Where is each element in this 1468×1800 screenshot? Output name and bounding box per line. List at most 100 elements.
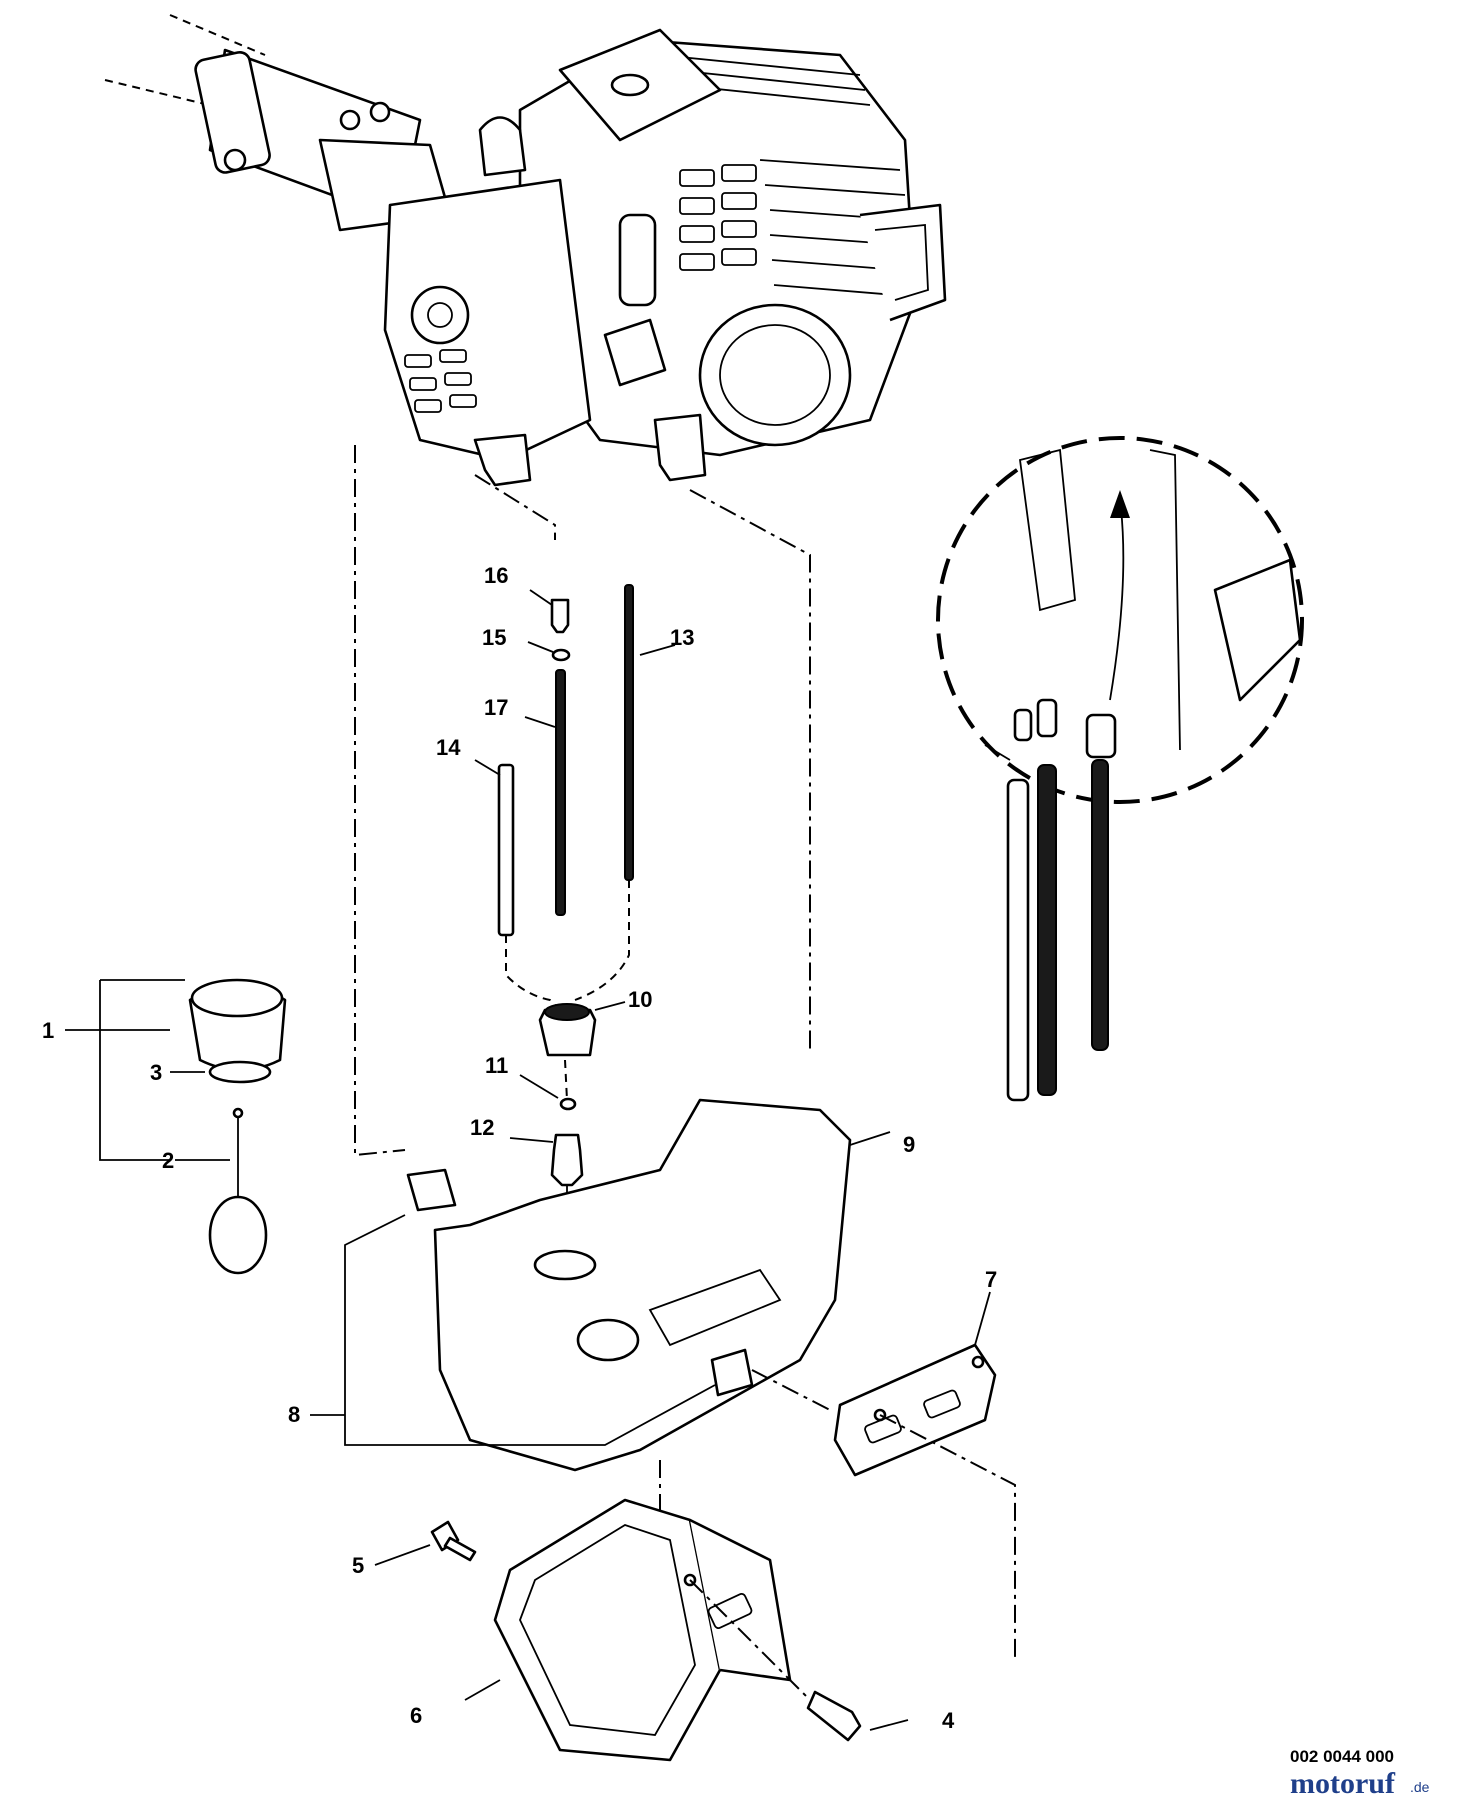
callout-9: 9 bbox=[903, 1132, 915, 1157]
tank-cushion-upper bbox=[406, 1168, 457, 1212]
bolt-5-shank bbox=[443, 1536, 477, 1562]
leader-6 bbox=[464, 1679, 501, 1701]
detail-arrow-head bbox=[1110, 490, 1130, 518]
mount-foot-right bbox=[653, 413, 707, 482]
engine-assembly bbox=[104, 14, 947, 487]
recoil-starter bbox=[698, 303, 852, 447]
bracket-slot bbox=[707, 1592, 753, 1630]
detail-hose-13 bbox=[1091, 759, 1109, 1051]
leader-15 bbox=[527, 641, 554, 653]
tank-bracket-inner bbox=[519, 1524, 696, 1736]
spark-plug-boot bbox=[610, 73, 650, 97]
detail-leader bbox=[984, 744, 1011, 761]
callout-16: 16 bbox=[484, 563, 508, 588]
callout-15: 15 bbox=[482, 625, 506, 650]
grommet-top bbox=[544, 1003, 590, 1021]
strap-end bbox=[232, 1107, 244, 1119]
detail-filter-cap bbox=[1085, 713, 1117, 759]
tank-recess bbox=[648, 1268, 782, 1347]
dash-line-left-foot bbox=[474, 474, 556, 540]
tank-bracket-group bbox=[374, 1498, 909, 1762]
o-ring-15 bbox=[551, 648, 571, 662]
callout-4: 4 bbox=[942, 1708, 955, 1733]
mount-plate-7 bbox=[833, 1343, 997, 1477]
fuel-tank-9 bbox=[433, 1098, 852, 1472]
brand-watermark-tld: .de bbox=[1410, 1779, 1430, 1795]
leader-16 bbox=[529, 589, 553, 606]
detail-housing-edge bbox=[1149, 449, 1181, 751]
starter-handle bbox=[603, 318, 667, 387]
fuel-line-13 bbox=[624, 584, 634, 881]
callout-5: 5 bbox=[352, 1553, 364, 1578]
callout-7: 7 bbox=[985, 1267, 997, 1292]
clamp-bolt bbox=[223, 148, 247, 172]
detail-nipple-2 bbox=[1036, 698, 1058, 738]
dash-line-cushion-to-plate bbox=[751, 1369, 831, 1411]
bracket-side-plate bbox=[689, 1518, 792, 1682]
recoil-starter-inner bbox=[719, 324, 831, 426]
leader-17 bbox=[524, 716, 556, 728]
callout-12: 12 bbox=[470, 1115, 494, 1140]
detail-circle bbox=[936, 436, 1304, 804]
detail-bracket bbox=[1213, 558, 1302, 702]
tank-bracket-6 bbox=[493, 1498, 722, 1762]
fuel-line-14 bbox=[497, 763, 515, 937]
dash-line-right-foot bbox=[689, 489, 811, 1050]
leader-5 bbox=[374, 1544, 431, 1566]
leader-9 bbox=[849, 1131, 891, 1146]
leader-12 bbox=[509, 1137, 554, 1143]
filter-vents bbox=[404, 349, 477, 413]
bolt-4 bbox=[806, 1690, 862, 1742]
dash-line-grommet-to-clip bbox=[564, 1059, 568, 1101]
detail-hose-17 bbox=[1037, 764, 1057, 1096]
callout-8: 8 bbox=[288, 1402, 300, 1427]
filter-cover-knob bbox=[410, 285, 470, 345]
fuel-line-17 bbox=[555, 669, 566, 916]
throttle-loop bbox=[478, 116, 527, 177]
housing-bolt-right bbox=[369, 101, 391, 123]
mount-foot-left bbox=[473, 433, 532, 487]
callout-13: 13 bbox=[670, 625, 694, 650]
fuel-tank-group bbox=[310, 1098, 891, 1472]
dash-line-plate-to-bracket bbox=[879, 1414, 1016, 1660]
dash-line-bolt4 bbox=[689, 1579, 811, 1701]
plate-slot-right bbox=[923, 1389, 961, 1419]
brand-watermark: motoruf bbox=[1290, 1767, 1396, 1800]
leader-10 bbox=[594, 1001, 626, 1011]
callout-6: 6 bbox=[410, 1703, 422, 1728]
shaft-clamp bbox=[194, 50, 271, 174]
strap-loop bbox=[208, 1195, 268, 1275]
fuel-cap-top bbox=[190, 978, 284, 1018]
callout-1: 1 bbox=[42, 1018, 54, 1043]
leader-13 bbox=[639, 644, 676, 656]
fuel-cap-group bbox=[65, 978, 287, 1275]
callout-10: 10 bbox=[628, 987, 652, 1012]
mount-plate-group bbox=[659, 1291, 1016, 1660]
plate-hole-2 bbox=[971, 1355, 985, 1369]
clip-11 bbox=[559, 1097, 577, 1111]
carburetor-post bbox=[618, 213, 657, 307]
tank-filler-neck bbox=[576, 1318, 640, 1362]
callout-14: 14 bbox=[436, 735, 461, 760]
rear-handle-inner bbox=[874, 224, 929, 301]
fuel-fitting-16 bbox=[550, 598, 570, 634]
detail-nipple-1 bbox=[1013, 708, 1033, 742]
bracket-1-spine bbox=[99, 980, 170, 1161]
fuel-filter-12 bbox=[550, 1133, 584, 1187]
boom-extension-line-lower bbox=[104, 79, 231, 111]
cover-vents bbox=[679, 164, 757, 271]
detail-view bbox=[936, 436, 1304, 1102]
housing-bolt-left bbox=[339, 109, 361, 131]
diagram-reference-number: 002 0044 000 bbox=[1290, 1747, 1394, 1766]
knob-center bbox=[427, 302, 453, 328]
dash-line-13-to-grommet bbox=[574, 880, 630, 1001]
leader-14 bbox=[474, 759, 501, 776]
tank-cushion-lower bbox=[710, 1348, 754, 1397]
detail-routing-arrow bbox=[1109, 499, 1125, 701]
dash-line-left-mount bbox=[354, 445, 406, 1157]
bracket-8 bbox=[344, 1214, 716, 1446]
detail-hose-14 bbox=[1006, 778, 1030, 1102]
tank-fuel-port bbox=[533, 1249, 597, 1281]
leader-11 bbox=[519, 1074, 559, 1099]
callout-17: 17 bbox=[484, 695, 508, 720]
